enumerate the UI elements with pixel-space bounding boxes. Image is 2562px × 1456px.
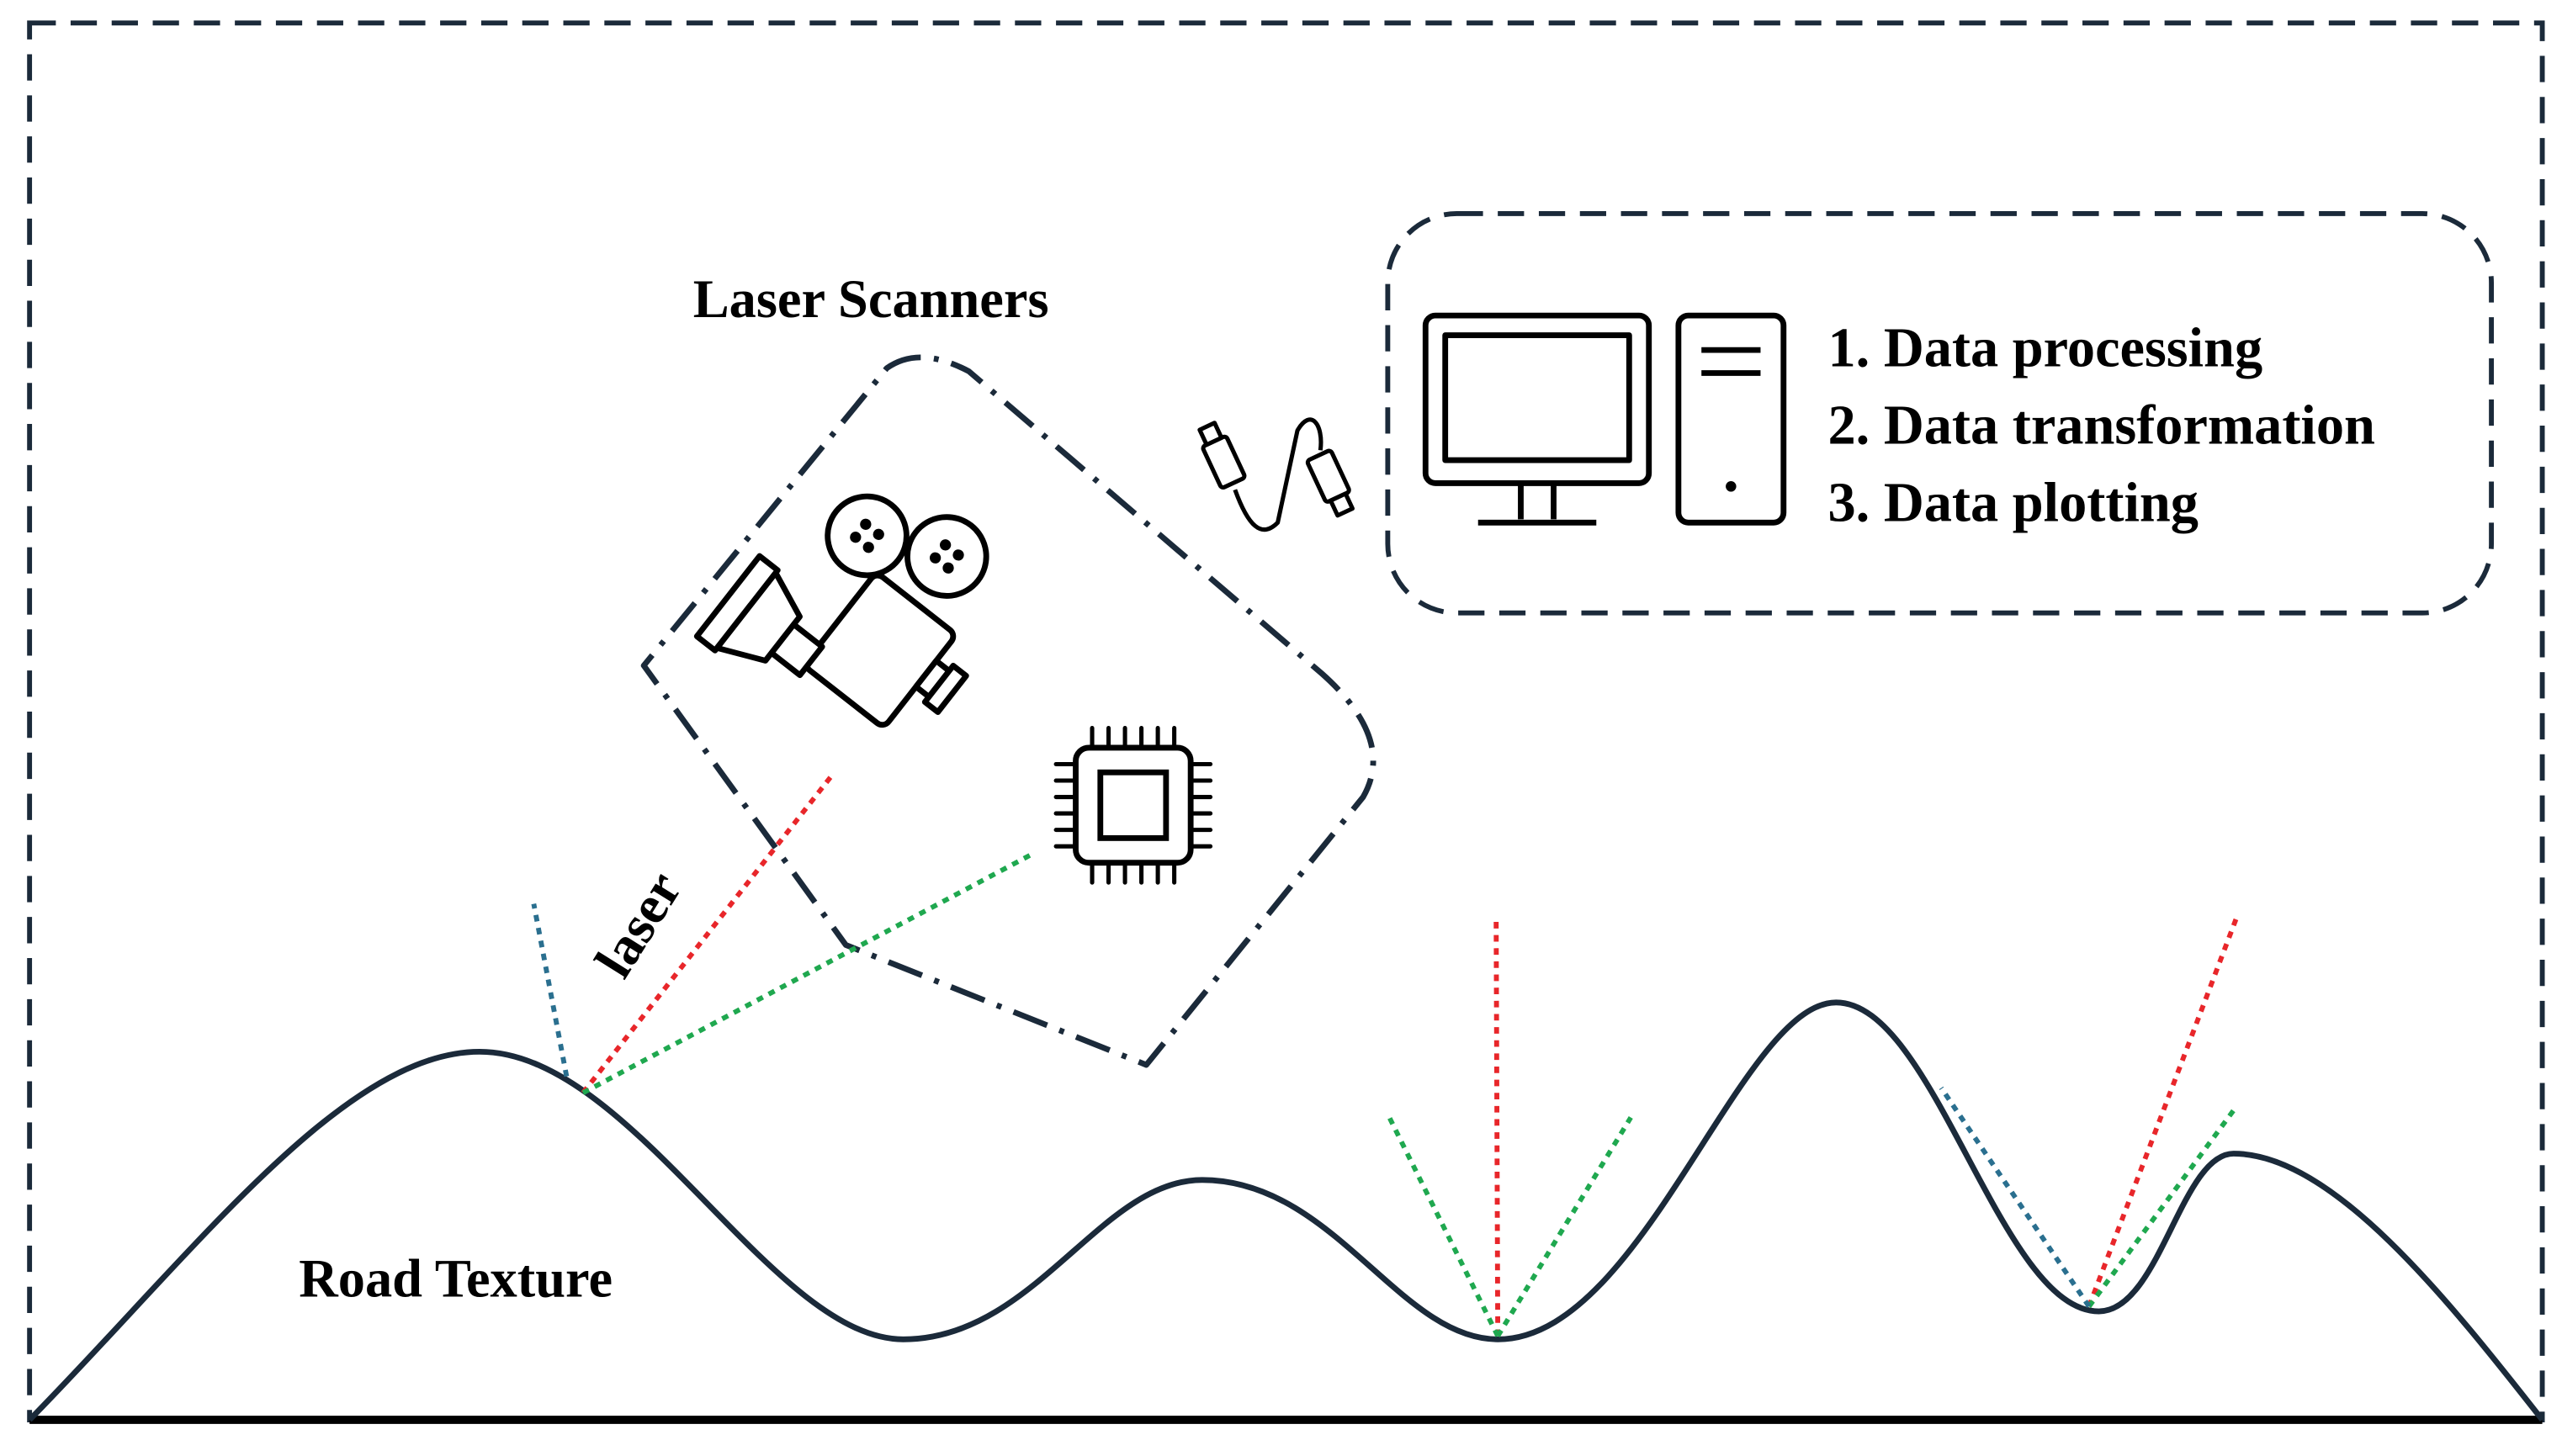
- beam-valley3-red: [2087, 916, 2240, 1308]
- beam-scanner-blue: [531, 903, 570, 1077]
- beam-scanner-red: [581, 770, 836, 1095]
- beam-valley3-blue: [1939, 1086, 2092, 1308]
- processing-step-3: 3. Data plotting: [1827, 472, 2198, 533]
- beam-valley3-green: [2087, 1104, 2239, 1308]
- beam-valley2-green-left: [1385, 1113, 1500, 1337]
- laser-beams: [531, 770, 2240, 1337]
- pc-tower-icon: [1675, 312, 1787, 526]
- beam-valley2-green-right: [1495, 1116, 1633, 1337]
- laser-scanners-label: Laser Scanners: [693, 269, 1049, 329]
- laser-scanners-boundary: [640, 354, 1376, 1068]
- road-texture-profile: [27, 999, 2545, 1422]
- film-camera-icon: [693, 493, 989, 728]
- processing-step-2: 2. Data transformation: [1827, 394, 2374, 456]
- beam-scanner-green: [581, 852, 1033, 1095]
- road-texture-label: Road Texture: [299, 1248, 613, 1308]
- outer-dashed-frame: [27, 20, 2545, 1422]
- processing-steps: 1. Data processing 2. Data transformatio…: [1827, 318, 2374, 534]
- usb-cable-icon: [1197, 417, 1355, 532]
- processing-step-1: 1. Data processing: [1827, 318, 2262, 379]
- processing-box: [1385, 211, 2494, 616]
- monitor-icon: [1422, 312, 1652, 526]
- laser-label: laser: [583, 861, 692, 987]
- cpu-chip-icon: [1053, 725, 1213, 885]
- beam-valley2-red: [1493, 917, 1501, 1337]
